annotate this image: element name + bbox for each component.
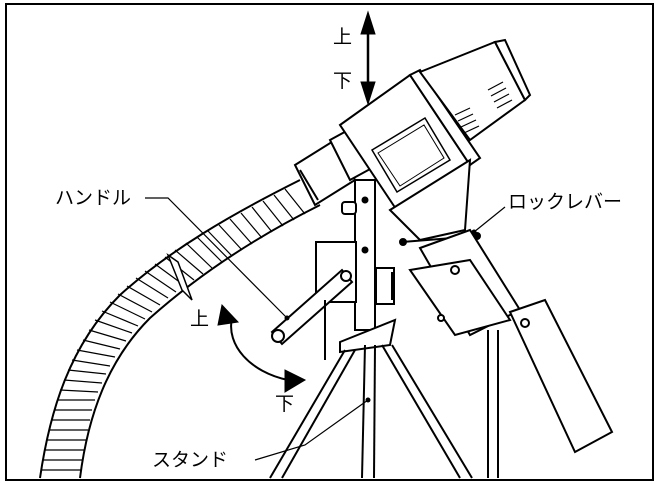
leader-lines (145, 197, 506, 461)
label-up-vertical: 上 (333, 26, 353, 48)
label-stand: スタンド (152, 449, 229, 471)
tripod-legs (269, 300, 499, 479)
label-lock-lever: ロックレバー (508, 191, 623, 213)
rotation-arrow (217, 303, 307, 393)
outlet-chute (408, 228, 614, 454)
machine-housing (338, 38, 532, 242)
diagram-frame (5, 3, 654, 481)
crank-handle (270, 268, 354, 346)
hose (39, 179, 321, 479)
stand-mast (341, 179, 376, 331)
label-down-rotate: 下 (275, 393, 295, 415)
label-down-vertical: 下 (333, 70, 353, 92)
label-up-rotate: 上 (190, 308, 210, 330)
vertical-adjust-arrow (360, 10, 376, 106)
label-handle: ハンドル (55, 187, 132, 209)
leader-dots (284, 229, 477, 403)
